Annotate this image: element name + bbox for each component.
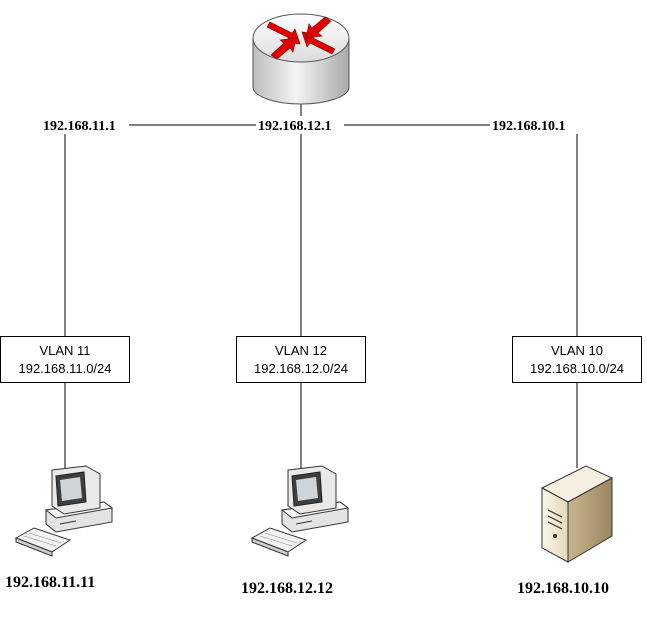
vlan-box-12: VLAN 12 192.168.12.0/24 [236, 336, 366, 383]
vlan-name: VLAN 11 [39, 343, 90, 358]
host-label-vlan-12: 192.168.12.12 [241, 580, 333, 597]
vlan-subnet: 192.168.11.0/24 [18, 361, 111, 376]
host-label-vlan-11: 192.168.11.11 [5, 574, 95, 591]
connection-lines [64, 104, 578, 468]
vlan-name: VLAN 12 [275, 343, 327, 358]
gateway-label-vlan-12: 192.168.12.1 [258, 119, 332, 134]
vlan-subnet: 192.168.12.0/24 [254, 361, 348, 376]
router-icon [252, 13, 350, 105]
server-icon [540, 465, 614, 563]
host-label-vlan-10: 192.168.10.10 [517, 580, 609, 597]
vlan-box-11: VLAN 11 192.168.11.0/24 [0, 336, 130, 383]
workstation-icon [14, 465, 114, 557]
gateway-label-vlan-11: 192.168.11.1 [43, 119, 116, 134]
vlan-subnet: 192.168.10.0/24 [530, 361, 624, 376]
workstation-icon [250, 465, 350, 557]
vlan-name: VLAN 10 [551, 343, 603, 358]
vlan-box-10: VLAN 10 192.168.10.0/24 [512, 336, 642, 383]
gateway-label-vlan-10: 192.168.10.1 [492, 119, 566, 134]
